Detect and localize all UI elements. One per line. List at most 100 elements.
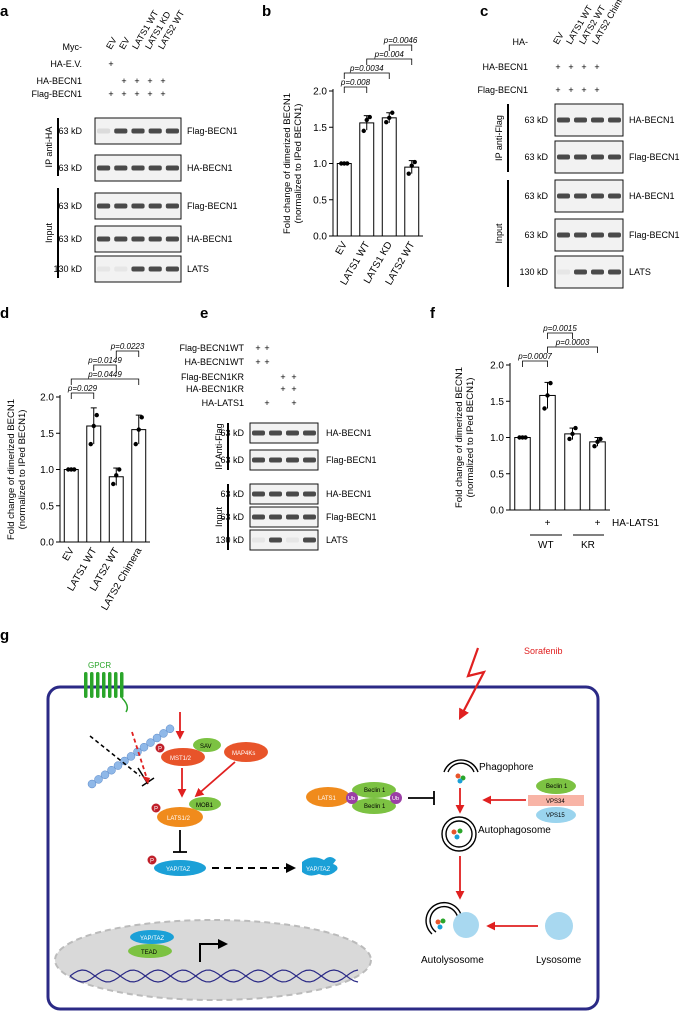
chart-b-category-label: EV bbox=[334, 240, 350, 257]
chart-f-pvalue-label: p=0.0007 bbox=[517, 352, 552, 361]
blot-c-band bbox=[574, 154, 587, 160]
blot-e-band-name: Flag-BECN1 bbox=[326, 512, 377, 522]
chart-f-point bbox=[570, 431, 575, 437]
chart-b-pvalue-bracket bbox=[366, 58, 413, 65]
phagophore-icon bbox=[443, 759, 479, 784]
chart-b-y-tick-label: 1.5 bbox=[313, 123, 327, 134]
autolysosome-icon bbox=[425, 902, 479, 938]
blot-a-band bbox=[131, 128, 145, 134]
blot-e-band bbox=[252, 457, 265, 463]
blot-c-band bbox=[591, 154, 604, 160]
chart-b-point bbox=[384, 119, 389, 125]
blot-e-band bbox=[286, 491, 299, 497]
blot-c-row-label: Flag-BECN1 bbox=[477, 85, 528, 95]
chart-d-point bbox=[133, 441, 138, 447]
blot-e-band bbox=[269, 514, 282, 520]
blot-a-row-label: Myc- bbox=[63, 42, 83, 52]
phospho-lats-label: P bbox=[154, 807, 158, 813]
panel-label-c: c bbox=[480, 3, 488, 20]
blot-a-band bbox=[97, 266, 111, 272]
blot-e-band bbox=[303, 537, 316, 543]
chart-f-pvalue-bracket bbox=[547, 346, 598, 353]
blot-e-row-label: Flag-BECN1KR bbox=[181, 372, 245, 382]
blot-a-band bbox=[131, 266, 145, 272]
autophagosome-label: Autophagosome bbox=[478, 825, 551, 836]
ha-lats1-label: HA-LATS1 bbox=[612, 518, 659, 529]
chart-d-y-tick-label: 0.5 bbox=[40, 501, 54, 512]
blot-e-row-label: HA-LATS1 bbox=[202, 398, 244, 408]
blot-a-band-name: HA-BECN1 bbox=[187, 163, 233, 173]
chart-b-point bbox=[367, 114, 372, 120]
chart-f-category-label: + bbox=[595, 518, 601, 529]
chart-d-point bbox=[136, 427, 141, 432]
blot-e-band bbox=[269, 537, 282, 543]
blot-e-band bbox=[286, 514, 299, 520]
phagophore-label: Phagophore bbox=[479, 762, 534, 773]
chart-b-pvalue-bracket bbox=[388, 44, 413, 51]
yap-degraded-node bbox=[302, 857, 338, 876]
panel-label-a: a bbox=[0, 3, 9, 20]
blot-e-row-label: Flag-BECN1WT bbox=[179, 343, 244, 353]
blot-c-kd-marker: 63 kD bbox=[524, 115, 548, 125]
blot-a-lane-mark: + bbox=[121, 76, 126, 86]
blot-e-kd-marker: 63 kD bbox=[220, 455, 244, 465]
blot-c-band bbox=[574, 117, 587, 123]
blot-a-kd-marker: 63 kD bbox=[58, 126, 82, 136]
blot-c-band bbox=[574, 193, 587, 199]
chart-f-point bbox=[595, 439, 600, 445]
blot-a-band bbox=[131, 203, 145, 209]
phospho-yap-icon bbox=[147, 855, 157, 865]
blot-a-lane-mark: + bbox=[134, 76, 139, 86]
blot-e-membrane bbox=[249, 449, 319, 471]
chart-f-point bbox=[592, 444, 597, 449]
blot-c-band bbox=[591, 117, 604, 123]
blot-a-lane-mark: + bbox=[121, 89, 126, 99]
autolysosome-label: Autolysosome bbox=[421, 955, 484, 966]
actin-bead bbox=[146, 738, 155, 747]
blot-a-band bbox=[165, 236, 179, 242]
actin-bead bbox=[139, 742, 149, 752]
chart-b-bar bbox=[404, 166, 420, 237]
actin-bead bbox=[165, 724, 175, 734]
blot-a-ip-label: IP anti-HA bbox=[44, 127, 54, 168]
blot-a-band bbox=[165, 266, 179, 272]
blot-e-row-label: HA-BECN1WT bbox=[184, 357, 244, 367]
chart-d-pvalue-bracket bbox=[93, 364, 117, 371]
chart-d-y-tick-label: 0.0 bbox=[40, 538, 54, 549]
chart-d-category-label: EV bbox=[61, 546, 77, 563]
beclin1-top-label: Beclin 1 bbox=[364, 788, 386, 794]
ubiquitin-left-icon bbox=[346, 792, 358, 804]
western-blot-e: Flag-BECN1WT++HA-BECN1WT++Flag-BECN1KR++… bbox=[179, 343, 377, 551]
chart-d-point bbox=[139, 415, 144, 420]
blot-c-band-name: HA-BECN1 bbox=[629, 191, 675, 201]
chart-d-bar bbox=[108, 476, 124, 543]
chart-f-y-tick-label: 1.0 bbox=[490, 433, 504, 444]
chart-b-pvalue-bracket bbox=[343, 72, 390, 79]
blot-c-band bbox=[591, 193, 604, 199]
sorafenib-label: Sorafenib bbox=[524, 646, 563, 656]
chart-b-point bbox=[345, 161, 350, 166]
chart-b-point bbox=[412, 159, 417, 165]
blot-e-kd-marker: 63 kD bbox=[220, 428, 244, 438]
chart-b-y-tick-label: 1.0 bbox=[313, 159, 327, 170]
sav-label: SAV bbox=[200, 744, 212, 750]
dna-strand-2 bbox=[69, 969, 359, 983]
actin-bead bbox=[107, 765, 116, 775]
vps34-label: VPS34 bbox=[546, 799, 565, 805]
blot-e-band bbox=[252, 514, 265, 520]
chart-d-pvalue-bracket bbox=[70, 392, 95, 399]
tead-label: TEAD bbox=[141, 950, 158, 956]
map4k-label: MAP4Ks bbox=[232, 751, 255, 757]
blot-c-band-name: Flag-BECN1 bbox=[629, 230, 680, 240]
blot-e-lane-mark: + bbox=[291, 372, 296, 382]
blot-a-band bbox=[148, 128, 162, 134]
blot-e-band bbox=[303, 514, 316, 520]
chart-d-bar bbox=[63, 469, 79, 543]
arrow-map4k-to-lats bbox=[194, 761, 236, 798]
blot-a-input-label: Input bbox=[44, 222, 54, 243]
blot-e-input-label: Input bbox=[214, 506, 224, 527]
blot-e-band bbox=[286, 537, 299, 543]
